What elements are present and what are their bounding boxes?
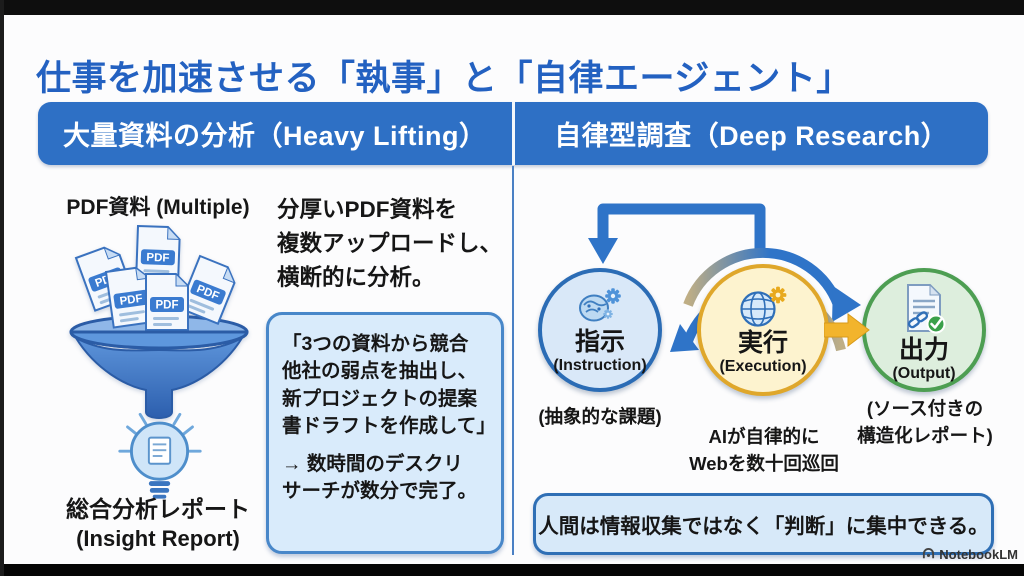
header-divider: [511, 102, 515, 165]
output-label-ja: 出力: [898, 336, 949, 364]
output-node: 出力 (Output): [862, 268, 986, 392]
example-prompt-result: → 数時間のデスクリ サーチが数分で完了。: [282, 453, 478, 503]
pdf-input-label: PDF資料 (Multiple): [66, 196, 250, 219]
instruction-label-en: (Instruction): [553, 356, 647, 374]
notebooklm-logo-icon: [923, 548, 935, 559]
section-header-band: 大量資料の分析（Heavy Lifting） 自律型調査（Deep Resear…: [38, 102, 988, 165]
pdf-file-label: PDF: [146, 252, 169, 265]
letterbox-top: [0, 0, 1024, 15]
funnel-pdf-icon: PDF PDF PDF: [62, 222, 262, 427]
watermark: NotebookLM: [900, 547, 1018, 562]
pdf-file-icon: PDF: [145, 272, 190, 331]
conclusion-panel: 人間は情報収集ではなく「判断」に集中できる。: [533, 493, 994, 555]
conclusion-text: 人間は情報収集ではなく「判断」に集中できる。: [538, 515, 989, 538]
pdf-file-icon: PDF: [177, 254, 236, 325]
pdf-file-label: PDF: [156, 300, 179, 312]
output-caption: (ソース付きの 構造化レポート): [857, 398, 993, 446]
execution-caption: AIが自律的に Webを数十回巡回: [689, 426, 839, 474]
header-heavy-lifting: 大量資料の分析（Heavy Lifting）: [62, 121, 487, 151]
instruction-label-ja: 指示: [574, 328, 625, 356]
insight-report-label: 総合分析レポート (Insight Report): [28, 495, 288, 553]
globe-gear-icon: [740, 286, 787, 327]
execution-node: 実行 (Execution): [697, 264, 829, 396]
page-title: 仕事を加速させる「執事」と「自律エージェント」: [36, 59, 852, 99]
insight-report-en: (Insight Report): [76, 525, 240, 551]
example-prompt-panel: 「3つの資料から競合 他社の弱点を抽出し、 新プロジェクトの提案 書ドラフトを作…: [266, 312, 504, 554]
feedback-loop-arrow: [555, 198, 815, 270]
execution-label-en: (Execution): [719, 357, 807, 375]
instruction-node: 指示 (Instruction): [538, 268, 662, 392]
pdf-file-icon: PDF: [104, 266, 157, 329]
column-divider: [512, 166, 514, 555]
output-label-en: (Output): [892, 364, 956, 382]
letterbox-left: [0, 0, 4, 576]
report-check-icon: [907, 283, 946, 334]
brain-gears-icon: [579, 288, 621, 322]
header-deep-research: 自律型調査（Deep Research）: [554, 121, 949, 151]
insight-bulb-icon: [114, 406, 206, 506]
execution-label-ja: 実行: [737, 329, 788, 357]
insight-report-ja: 総合分析レポート: [66, 496, 250, 522]
watermark-text: NotebookLM: [939, 547, 1018, 562]
heavy-lifting-description: 分厚いPDF資料を 複数アップロードし、 横断的に分析。: [277, 197, 503, 290]
pdf-file-label: PDF: [119, 293, 143, 308]
example-prompt-text: 「3つの資料から競合 他社の弱点を抽出し、 新プロジェクトの提案 書ドラフトを作…: [282, 333, 496, 437]
execution-to-output-arrow: [823, 312, 870, 348]
letterbox-bottom: [0, 564, 1024, 576]
instruction-caption: (抽象的な課題): [538, 406, 662, 427]
